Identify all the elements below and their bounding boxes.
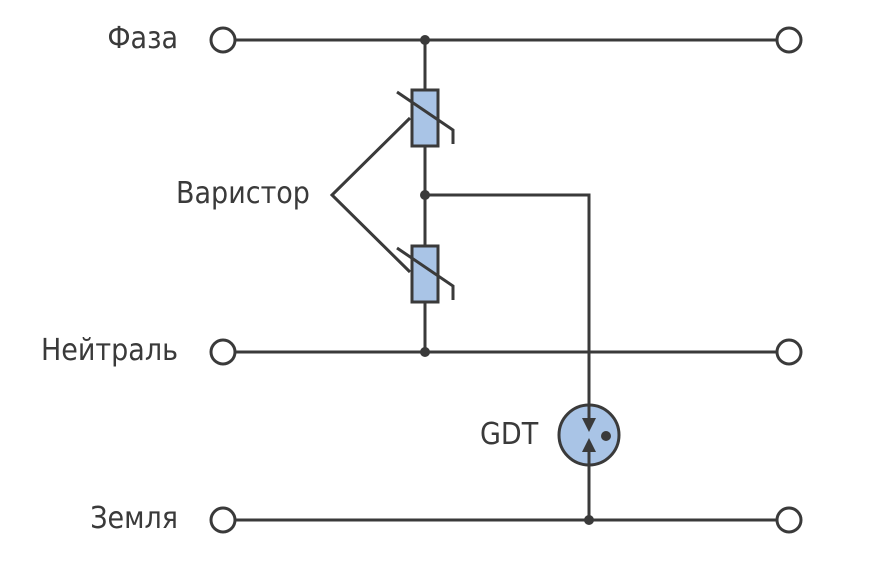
gdt-arrow-up bbox=[582, 438, 596, 452]
terminal-neutral-right bbox=[775, 338, 803, 366]
varistor-label: Варистор bbox=[176, 176, 310, 211]
terminal-phase-left bbox=[209, 26, 237, 54]
terminal-earth-right bbox=[775, 506, 803, 534]
neutral-label: Нейтраль bbox=[40, 333, 178, 368]
gdt-feed-wire bbox=[425, 193, 591, 420]
junction-earth bbox=[584, 515, 594, 525]
varistor-top-slash bbox=[396, 90, 455, 144]
varistor-bottom bbox=[396, 244, 455, 304]
varistor-top bbox=[396, 88, 455, 148]
terminal-phase-right bbox=[775, 26, 803, 54]
gdt-gas-dot bbox=[601, 431, 611, 441]
gdt-label: GDT bbox=[480, 417, 539, 452]
terminal-neutral-left bbox=[209, 338, 237, 366]
junction-neutral bbox=[420, 347, 430, 357]
junction-phase bbox=[420, 35, 430, 45]
phase-label: Фаза bbox=[107, 21, 178, 56]
earth-label: Земля bbox=[90, 501, 178, 536]
varistor-bottom-slash bbox=[396, 246, 455, 300]
gdt-arrow-down bbox=[582, 418, 596, 432]
varistor-pointer bbox=[329, 116, 412, 274]
junction-mid bbox=[420, 190, 430, 200]
gdt-component bbox=[557, 403, 621, 467]
terminal-earth-left bbox=[209, 506, 237, 534]
